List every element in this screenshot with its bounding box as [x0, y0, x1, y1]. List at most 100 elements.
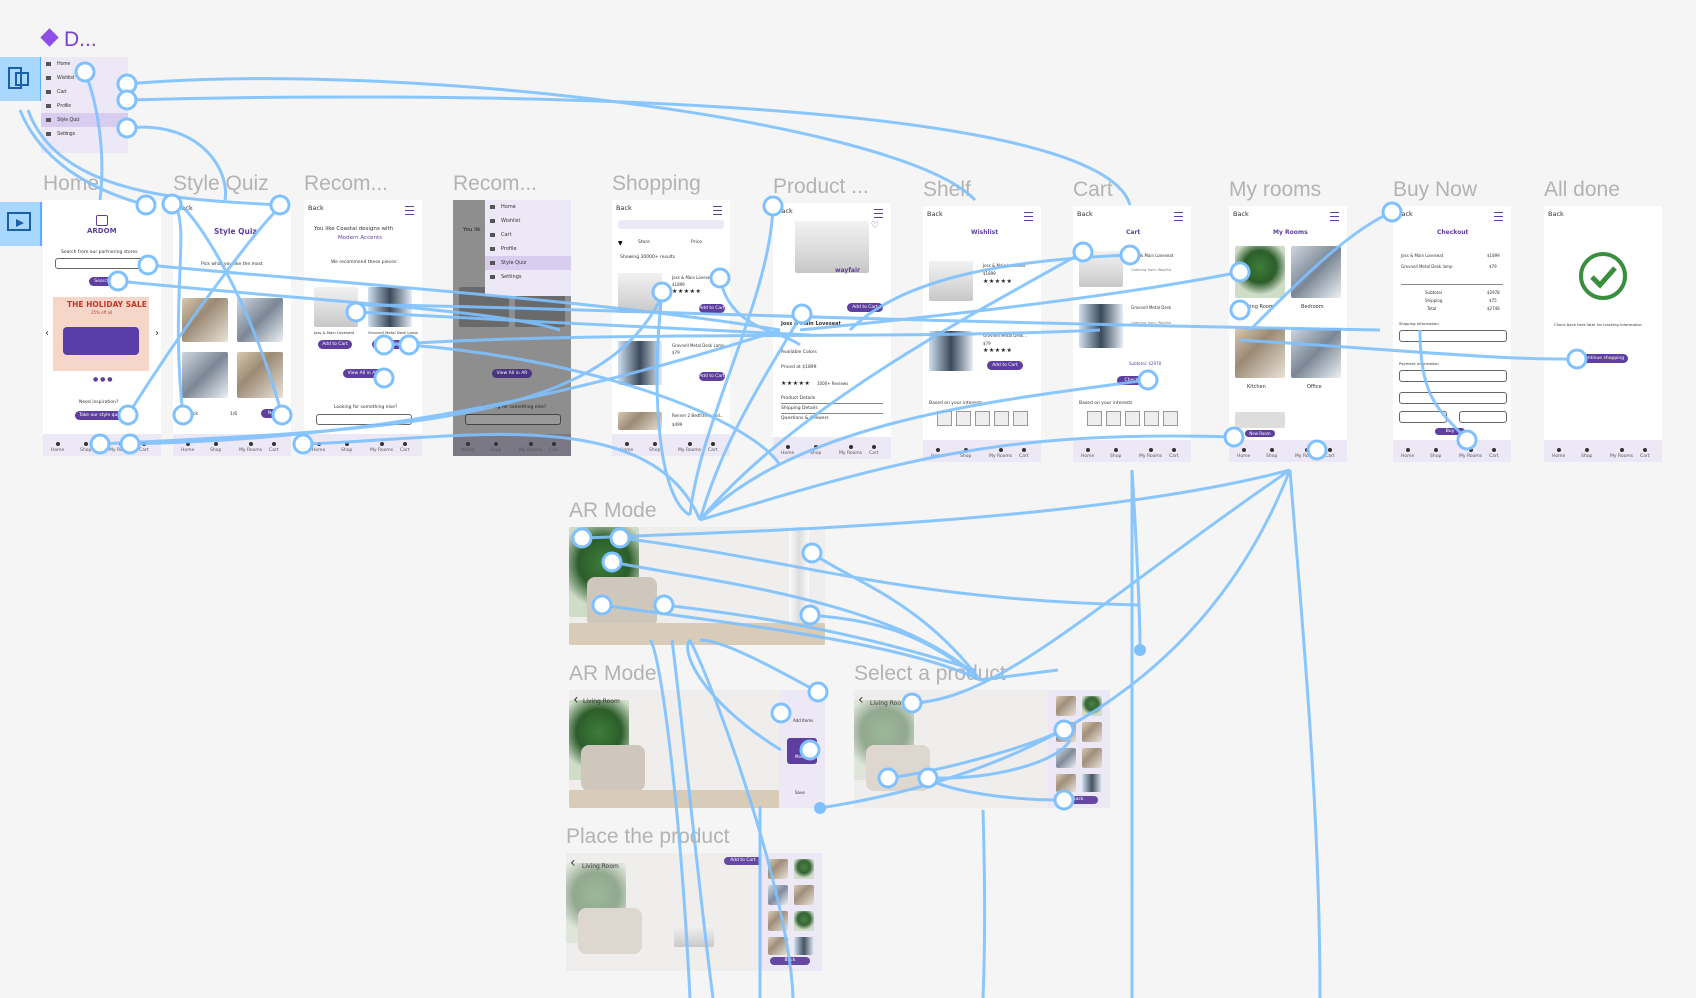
- menu-icon[interactable]: [405, 206, 414, 215]
- tab-my-rooms[interactable]: My Rooms: [109, 442, 132, 453]
- placed-product[interactable]: [674, 925, 714, 947]
- tab-shop[interactable]: Shop: [341, 442, 352, 453]
- tab-shop[interactable]: Shop: [1581, 448, 1592, 459]
- frame-my-rooms[interactable]: Back My Rooms Living Room Bedroom Kitche…: [1229, 206, 1347, 462]
- tab-my-rooms[interactable]: My Rooms: [1610, 448, 1633, 459]
- room-image-bedroom[interactable]: [1291, 246, 1341, 298]
- room-image-kitchen[interactable]: [1235, 328, 1285, 378]
- tab-cart[interactable]: Cart: [869, 445, 879, 456]
- tab-my-rooms[interactable]: My Rooms: [239, 442, 262, 453]
- frame-recommendations-menu[interactable]: You lik View All in AR Looking for somet…: [453, 200, 571, 456]
- back-button[interactable]: Back: [1397, 210, 1413, 218]
- tab-home[interactable]: Home: [51, 442, 64, 453]
- menu-item-home[interactable]: Home: [485, 200, 571, 214]
- buy-button[interactable]: Buy: [1435, 428, 1465, 435]
- checkout-button[interactable]: Checkout: [1117, 376, 1153, 385]
- tab-my-rooms[interactable]: My Rooms: [370, 442, 393, 453]
- tab-my-rooms[interactable]: My Rooms: [1139, 448, 1162, 459]
- qa-row[interactable]: Questions & Answers: [781, 416, 829, 421]
- frame-title-ar-mode-2[interactable]: AR Mode: [569, 662, 657, 685]
- picker-item[interactable]: [1056, 748, 1076, 768]
- tab-my-rooms[interactable]: My Rooms: [1459, 448, 1482, 459]
- card-number-input[interactable]: [1399, 392, 1507, 404]
- reviews-count[interactable]: 1000+ Reviews: [817, 381, 849, 386]
- picker-item[interactable]: [768, 937, 788, 955]
- tab-my-rooms[interactable]: My Rooms: [519, 442, 542, 453]
- quiz-option-3[interactable]: [182, 352, 228, 398]
- shipping-address-input[interactable]: [1399, 330, 1507, 342]
- menu-icon[interactable]: [1494, 212, 1503, 221]
- picker-item[interactable]: [794, 885, 814, 905]
- tab-shop[interactable]: Shop: [490, 442, 501, 453]
- product-hero-image[interactable]: [795, 221, 869, 273]
- picker-item[interactable]: [768, 859, 788, 879]
- tab-home[interactable]: Home: [1237, 448, 1250, 459]
- tab-cart[interactable]: Cart: [269, 442, 279, 453]
- cart-item-image[interactable]: [1079, 304, 1123, 348]
- search-input[interactable]: [55, 258, 149, 269]
- tab-shop[interactable]: Shop: [960, 448, 971, 459]
- add-to-cart-button[interactable]: Add to Cart: [987, 361, 1023, 370]
- cart-item-image[interactable]: [1079, 251, 1123, 287]
- product-picker[interactable]: Back: [1048, 690, 1110, 808]
- new-room-button[interactable]: New Room: [1245, 430, 1275, 437]
- search-input[interactable]: [618, 220, 724, 229]
- frame-title-shopping[interactable]: Shopping: [612, 172, 701, 195]
- interest-thumbnails[interactable]: [1087, 411, 1178, 426]
- product-image-lamp[interactable]: [618, 341, 662, 385]
- back-button[interactable]: Back: [616, 204, 632, 212]
- frame-cart[interactable]: Back Cart Joss & Main Loveseat Ordering …: [1073, 206, 1191, 462]
- search-input[interactable]: [316, 414, 412, 425]
- menu-item-home[interactable]: Home: [41, 57, 128, 71]
- back-button[interactable]: Back: [777, 207, 793, 215]
- menu-component[interactable]: Home Wishlist Cart Profile Style Quiz Se…: [41, 57, 128, 153]
- name-on-card-input[interactable]: [1399, 370, 1507, 382]
- frame-home[interactable]: ARDOM Search from our partnering stores …: [43, 200, 161, 456]
- tab-home[interactable]: Home: [931, 448, 944, 459]
- frame-title-recom-1[interactable]: Recom...: [304, 172, 389, 195]
- product-image-loveseat[interactable]: [314, 287, 358, 327]
- menu-item-style-quiz[interactable]: Style Quiz: [485, 256, 571, 270]
- store-filter[interactable]: Store: [638, 240, 650, 245]
- back-button[interactable]: Back: [927, 210, 943, 218]
- frame-ar-mode-1[interactable]: [569, 527, 825, 645]
- tab-home[interactable]: Home: [1401, 448, 1414, 459]
- tab-home[interactable]: Home: [461, 442, 474, 453]
- carousel-next-icon[interactable]: ›: [155, 328, 159, 339]
- room-image-living[interactable]: [1235, 246, 1285, 298]
- prototype-play-button[interactable]: [0, 202, 42, 246]
- frame-all-done[interactable]: Back Check back here later for tracking …: [1544, 206, 1662, 462]
- back-button[interactable]: Back: [1548, 210, 1564, 218]
- tab-shop[interactable]: Shop: [210, 442, 221, 453]
- details-row[interactable]: Product Details: [781, 396, 816, 401]
- wishlist-heart-icon[interactable]: ♡: [870, 221, 879, 231]
- tab-shop[interactable]: Shop: [80, 442, 91, 453]
- menu-overlay[interactable]: Home Wishlist Cart Profile Style Quiz Se…: [485, 200, 571, 296]
- picker-item[interactable]: [768, 911, 788, 931]
- quiz-option-1[interactable]: [182, 298, 228, 342]
- tab-cart[interactable]: Cart: [139, 442, 149, 453]
- back-button[interactable]: Back: [308, 204, 324, 212]
- frame-ar-mode-2[interactable]: ‹ Living Room Add Items Move Save: [569, 690, 825, 808]
- frame-select-product[interactable]: ‹ Living Room Back: [854, 690, 1110, 808]
- menu-item-settings[interactable]: Settings: [485, 270, 571, 284]
- interest-thumbnails[interactable]: [937, 411, 1028, 426]
- picker-item[interactable]: [1082, 722, 1102, 742]
- frame-title-place-product[interactable]: Place the product: [566, 825, 730, 848]
- tab-shop[interactable]: Shop: [649, 442, 660, 453]
- add-to-cart-button[interactable]: Add to Cart: [318, 340, 352, 349]
- picker-back-button[interactable]: Back: [1058, 796, 1098, 804]
- move-button[interactable]: Move: [787, 738, 817, 764]
- frame-title-all-done[interactable]: All done: [1544, 178, 1620, 201]
- menu-icon[interactable]: [1174, 212, 1183, 221]
- frame-recommendations[interactable]: Back You like Coastal designs with Moder…: [304, 200, 422, 456]
- tab-my-rooms[interactable]: My Rooms: [989, 448, 1012, 459]
- tab-shop[interactable]: Shop: [1266, 448, 1277, 459]
- ar-back-icon[interactable]: ‹: [570, 855, 576, 871]
- tab-shop[interactable]: Shop: [1430, 448, 1441, 459]
- picker-item[interactable]: [1082, 748, 1102, 768]
- search-button[interactable]: Search: [89, 277, 115, 286]
- view-all-ar-button[interactable]: View All in AR: [343, 369, 383, 378]
- menu-item-settings[interactable]: Settings: [41, 127, 128, 141]
- tab-my-rooms[interactable]: My Rooms: [1295, 448, 1318, 459]
